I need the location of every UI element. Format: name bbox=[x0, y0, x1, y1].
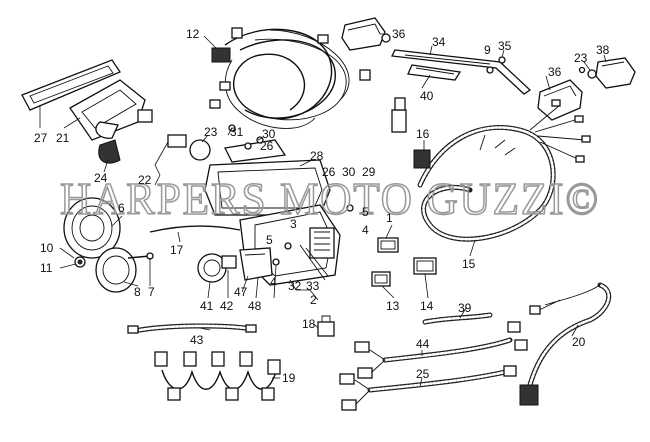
callout-38: 38 bbox=[596, 43, 610, 57]
horn-left bbox=[63, 197, 154, 293]
callout-5a: 5 bbox=[362, 205, 369, 219]
callout-29: 29 bbox=[362, 165, 376, 179]
connector-18 bbox=[317, 315, 335, 337]
cable-20 bbox=[519, 282, 612, 406]
callout-17: 17 bbox=[170, 243, 184, 257]
callout-15: 15 bbox=[462, 257, 476, 271]
callout-36b: 36 bbox=[548, 65, 562, 79]
callout-34: 34 bbox=[432, 35, 446, 49]
callout-36a: 36 bbox=[392, 27, 406, 41]
callout-24: 24 bbox=[94, 171, 108, 185]
wire-17 bbox=[149, 225, 241, 233]
callout-1: 1 bbox=[386, 211, 393, 225]
switch-regulator bbox=[197, 204, 354, 283]
callout-labels: 1 2 3 4 4 5 5 6 7 8 9 10 11 12 13 14 15 … bbox=[34, 27, 610, 385]
callout-10: 10 bbox=[40, 241, 54, 255]
callout-47: 47 bbox=[234, 285, 248, 299]
callout-11: 11 bbox=[40, 261, 53, 275]
callout-18: 18 bbox=[302, 317, 316, 331]
callout-8: 8 bbox=[134, 285, 141, 299]
callout-12: 12 bbox=[186, 27, 200, 41]
callout-40: 40 bbox=[420, 89, 434, 103]
bulb-holder-left bbox=[167, 124, 264, 161]
callout-13: 13 bbox=[386, 299, 400, 313]
callout-26a: 26 bbox=[260, 139, 274, 153]
callout-41: 41 bbox=[200, 299, 214, 313]
callout-39: 39 bbox=[458, 301, 472, 315]
callout-43: 43 bbox=[190, 333, 204, 347]
connector-blocks bbox=[371, 237, 437, 287]
callout-28: 28 bbox=[310, 149, 324, 163]
harness-44 bbox=[354, 321, 528, 379]
callout-48: 48 bbox=[248, 299, 262, 313]
callout-4a: 4 bbox=[362, 223, 369, 237]
callout-23b: 23 bbox=[574, 51, 588, 65]
harness-19 bbox=[154, 351, 281, 401]
callout-26b: 26 bbox=[322, 165, 336, 179]
harness-25 bbox=[339, 365, 517, 411]
callout-23a: 23 bbox=[204, 125, 218, 139]
main-wiring-loom bbox=[209, 27, 371, 129]
harness-15 bbox=[391, 97, 591, 242]
callout-30b: 30 bbox=[342, 165, 356, 179]
plate-bracket bbox=[391, 49, 532, 95]
callout-30a: 30 bbox=[262, 127, 276, 141]
callout-5b: 5 bbox=[266, 233, 273, 247]
callout-22: 22 bbox=[138, 173, 152, 187]
callout-42: 42 bbox=[220, 299, 234, 313]
wire-43 bbox=[127, 323, 257, 334]
callout-27: 27 bbox=[34, 131, 48, 145]
callout-44: 44 bbox=[416, 337, 430, 351]
callout-20: 20 bbox=[572, 335, 586, 349]
callout-6: 6 bbox=[118, 201, 125, 215]
relay-unit-top bbox=[341, 17, 391, 51]
wire-39 bbox=[422, 312, 493, 325]
callout-31: 31 bbox=[230, 125, 244, 139]
callout-4b: 4 bbox=[270, 275, 277, 289]
callout-9: 9 bbox=[484, 43, 491, 57]
tail-light-assembly bbox=[21, 59, 153, 164]
callout-33: 33 bbox=[306, 279, 320, 293]
callout-19: 19 bbox=[282, 371, 296, 385]
callout-14: 14 bbox=[420, 299, 434, 313]
callout-32: 32 bbox=[288, 279, 302, 293]
callout-2: 2 bbox=[310, 293, 317, 307]
callout-16: 16 bbox=[416, 127, 430, 141]
callout-25: 25 bbox=[416, 367, 430, 381]
watermark-text: HARPERS MOTO GUZZI© bbox=[60, 173, 600, 224]
callout-35: 35 bbox=[498, 39, 512, 53]
callout-7: 7 bbox=[148, 285, 155, 299]
callout-21: 21 bbox=[56, 131, 70, 145]
leader-lines bbox=[39, 33, 607, 387]
callout-3: 3 bbox=[290, 217, 297, 231]
